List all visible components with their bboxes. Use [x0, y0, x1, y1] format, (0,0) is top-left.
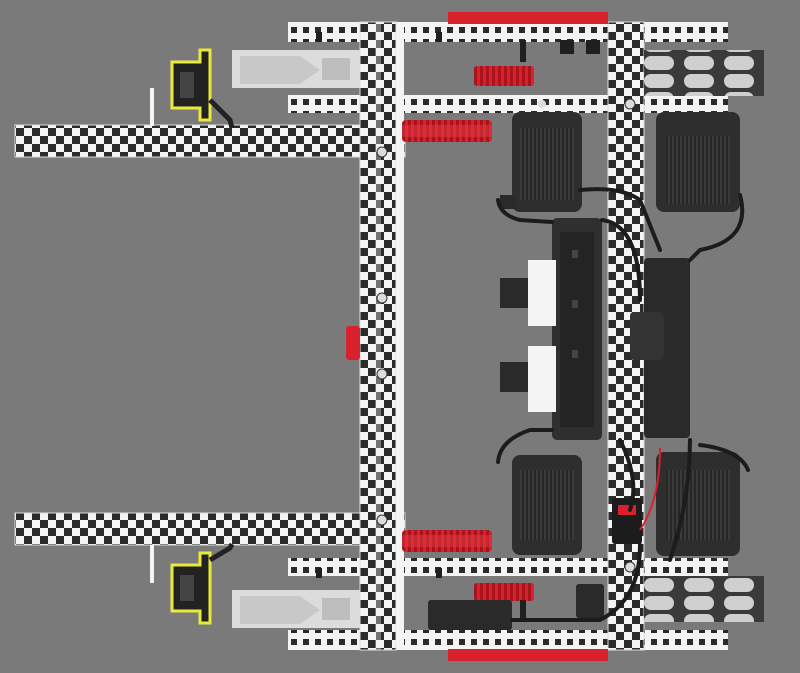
- robot-brain: [552, 218, 602, 440]
- gear-upper-right: [474, 66, 534, 86]
- omni-wheel-bottom: [644, 576, 764, 622]
- bumper-tab: [346, 326, 360, 360]
- omni-wheel-top: [644, 50, 764, 96]
- claw-top: [170, 48, 235, 129]
- radio-module: [612, 498, 642, 544]
- top-rack: [448, 12, 608, 24]
- red-wire: [639, 447, 661, 531]
- shaft-collars: [316, 32, 636, 622]
- claw-bottom: [170, 542, 235, 625]
- motor-bottom-right: [656, 452, 740, 556]
- gear-lower-left: [402, 530, 492, 552]
- gear-lower-right: [474, 583, 534, 601]
- sensor-block: [428, 584, 604, 630]
- upper-arm-rail: [14, 88, 406, 158]
- chassis-mid-rail: [396, 26, 404, 646]
- brain-mounts: [500, 260, 556, 412]
- motor-bottom-left: [512, 455, 582, 555]
- wiring-cables: [496, 187, 750, 622]
- motor-top-right: [656, 112, 740, 212]
- bottom-rack: [448, 649, 608, 661]
- battery-pack: [630, 258, 690, 438]
- chassis-left-rail: [359, 21, 397, 651]
- lower-arm-rail: [14, 512, 406, 583]
- claw-bracket-top: [232, 50, 360, 88]
- gear-upper-left: [402, 120, 492, 142]
- rail-screws: [376, 146, 388, 526]
- claw-icon: [170, 551, 212, 625]
- claw-bracket-bottom: [232, 590, 360, 628]
- claw-icon: [170, 48, 212, 122]
- motor-top-left: [500, 112, 582, 212]
